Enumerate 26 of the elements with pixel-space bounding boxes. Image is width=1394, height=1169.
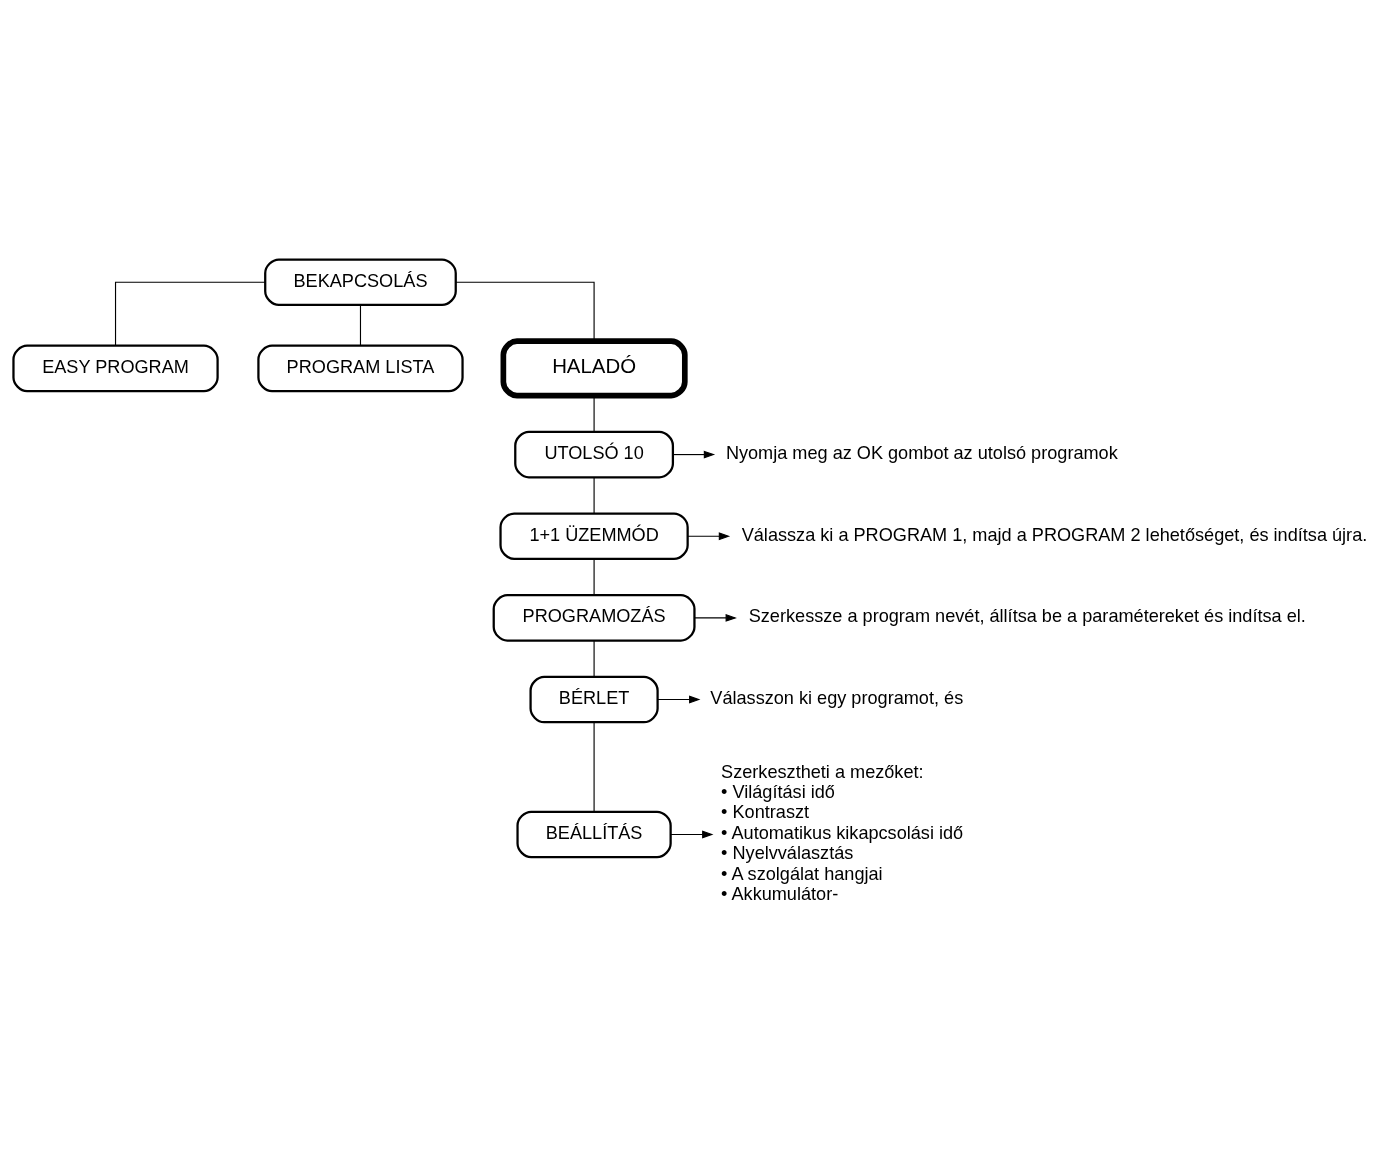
node-text: Válassza ki a PROGRAM 1, majd a PROGRAM 2 lehetőséget, és indítsa újra.	[741, 524, 1368, 545]
arrow	[672, 450, 716, 459]
node-text: Nyomja meg az OK gombot az utolsó programok	[725, 442, 1118, 463]
node-box: BEÁLLÍTÁS	[516, 810, 672, 858]
arrow	[657, 695, 701, 703]
node-box: UTOLSÓ 10	[514, 430, 675, 478]
node-text: Szerkesztheti a mezőket: • Világítási idő • Kontraszt • Automatikus kikapcsolási idő • Nyelvválasztás • A szolgálat hangjai • Akkumulátor-	[721, 761, 964, 904]
connector	[593, 476, 595, 514]
arrow	[670, 830, 714, 838]
connector	[593, 557, 595, 596]
node-text: Szerkessze a program nevét, állítsa be a paramétereket és indítsa el.	[748, 605, 1306, 626]
node-box: HALADÓ	[500, 337, 688, 398]
connector	[455, 281, 595, 342]
node-box: PROGRAMOZÁS	[492, 593, 696, 642]
connector	[593, 721, 595, 812]
arrow	[694, 613, 737, 622]
connector	[593, 639, 595, 677]
node-box: BEKAPCSOLÁS	[264, 257, 457, 306]
node-box: PROGRAM LISTA	[257, 344, 464, 392]
arrow	[687, 531, 731, 540]
node-box: EASY PROGRAM	[12, 344, 219, 392]
node-box: BÉRLET	[529, 675, 659, 723]
connector	[114, 281, 266, 346]
node-text: Válasszon ki egy programot, és	[710, 687, 964, 708]
connector	[359, 304, 362, 346]
node-box: 1+1 ÜZEMMÓD	[499, 511, 689, 560]
